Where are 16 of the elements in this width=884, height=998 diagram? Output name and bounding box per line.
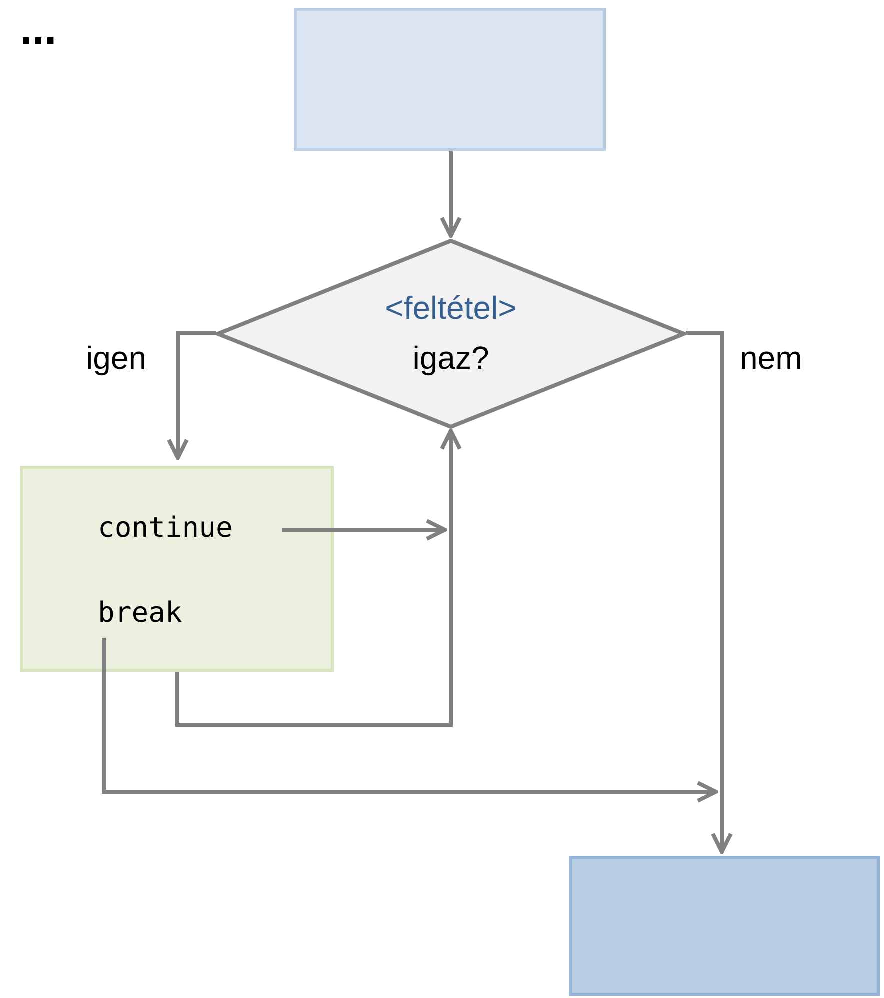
process-box	[569, 856, 880, 996]
ellipsis-text: ...	[20, 5, 57, 55]
arrow	[282, 519, 447, 541]
process-box	[294, 8, 606, 151]
arrow	[440, 151, 462, 238]
arrow	[440, 429, 462, 530]
code-keyword: continue	[98, 511, 233, 544]
arrow	[102, 638, 718, 803]
loop-body-box	[20, 466, 334, 672]
arrow	[711, 792, 733, 854]
edge-label: nem	[740, 340, 802, 377]
arrow	[167, 331, 216, 460]
edge-label: igen	[86, 340, 146, 377]
node-text: <feltétel>	[384, 290, 518, 327]
node-text: igaz?	[412, 340, 490, 377]
code-keyword: break	[98, 596, 182, 629]
